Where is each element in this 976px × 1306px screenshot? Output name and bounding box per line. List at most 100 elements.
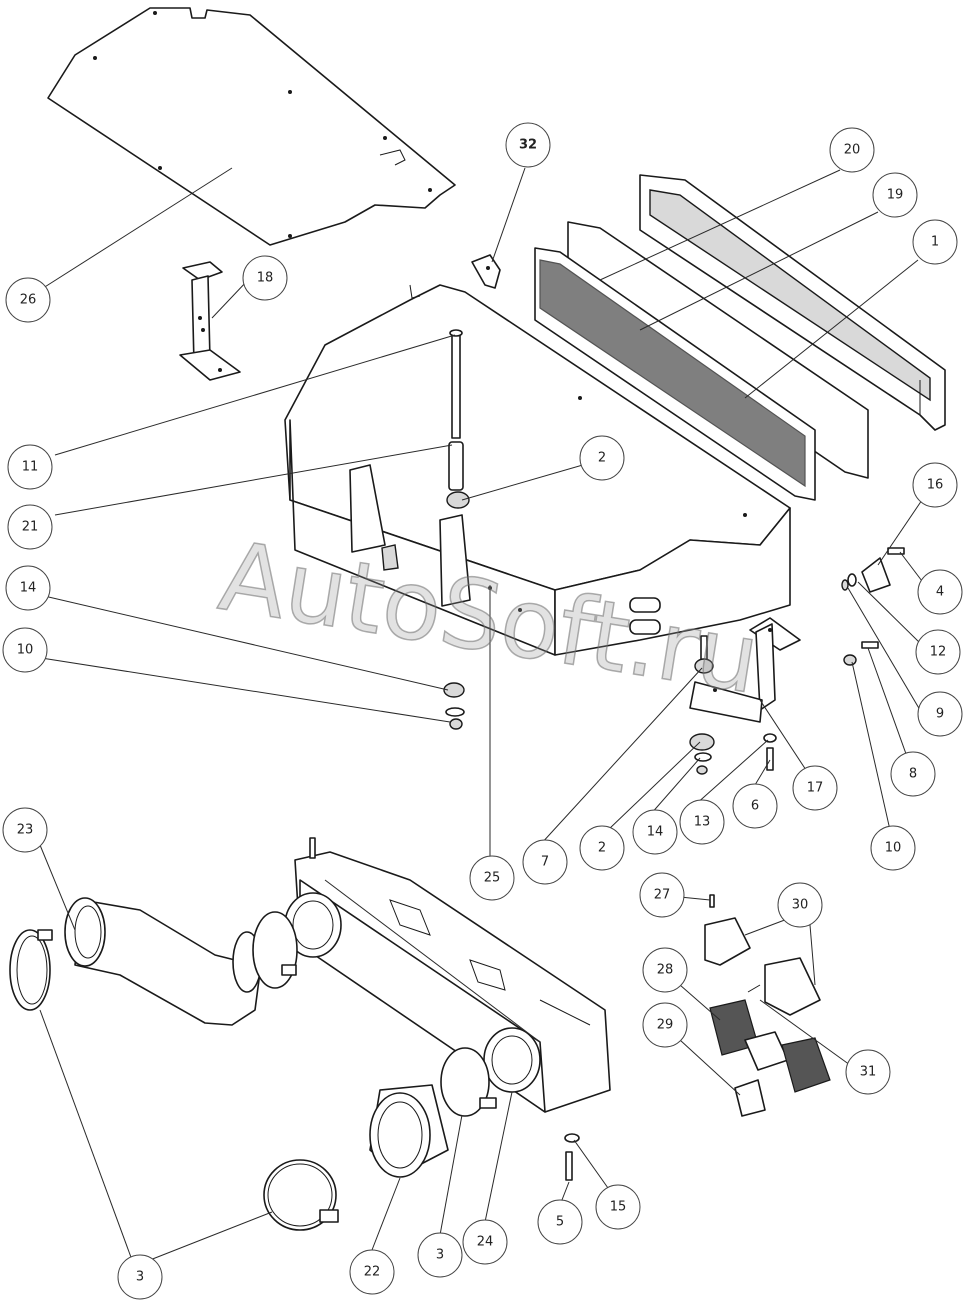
part-2-14-mount-right — [689, 733, 715, 775]
part-blower-motor — [744, 1031, 789, 1071]
part-27-screw — [709, 894, 715, 908]
callout-14: 14 — [632, 809, 678, 855]
callout-25: 25 — [469, 855, 515, 901]
callout-label: 7 — [541, 855, 549, 870]
callout-label: 6 — [751, 799, 759, 814]
part-8-bolt — [861, 641, 879, 649]
callout-label: 1 — [931, 235, 939, 250]
callout-19: 19 — [872, 172, 918, 218]
part-13-6-bolt-washer — [763, 733, 777, 771]
callout-circle — [845, 1049, 891, 1095]
callout-31: 31 — [845, 1049, 891, 1095]
callout-label: 25 — [484, 871, 501, 886]
part-31-blower-wheel-right — [747, 984, 831, 1093]
callout-circle — [732, 783, 778, 829]
part-26-cover-plate — [47, 7, 456, 246]
callout-13: 13 — [679, 799, 725, 845]
callout-circle — [2, 627, 48, 673]
part-2-rubber-mount-upper — [446, 491, 470, 509]
callout-circle — [505, 122, 551, 168]
callout-circle — [632, 809, 678, 855]
part-3-clamp-lower — [440, 1047, 497, 1117]
callout-32: 32 — [505, 122, 551, 168]
callout-28: 28 — [642, 947, 688, 993]
callout-10: 10 — [2, 627, 48, 673]
callout-circle — [912, 219, 958, 265]
callout-circle — [595, 1184, 641, 1230]
callout-3: 3 — [417, 1232, 463, 1278]
callout-label: 29 — [657, 1018, 674, 1033]
callout-label: 14 — [20, 581, 37, 596]
callout-30: 30 — [777, 882, 823, 928]
callout-label: 23 — [17, 823, 34, 838]
callout-label: 17 — [807, 781, 824, 796]
callout-4: 4 — [917, 569, 963, 615]
callout-label: 22 — [364, 1265, 381, 1280]
callout-circle — [7, 504, 53, 550]
callout-1: 1 — [912, 219, 958, 265]
callout-label: 15 — [610, 1200, 627, 1215]
part-25-heater-housing — [284, 284, 791, 656]
part-15-washer — [564, 1133, 580, 1143]
callout-6: 6 — [732, 783, 778, 829]
callout-circle — [242, 255, 288, 301]
callout-circle — [642, 1002, 688, 1048]
callout-label: 3 — [436, 1248, 444, 1263]
callout-circle — [777, 882, 823, 928]
callout-2: 2 — [579, 435, 625, 481]
callout-label: 21 — [22, 520, 39, 535]
callout-14: 14 — [5, 565, 51, 611]
callout-label: 8 — [909, 767, 917, 782]
callout-label: 30 — [792, 898, 809, 913]
callout-circle — [792, 765, 838, 811]
part-21-sleeve — [448, 441, 464, 491]
callout-circle — [870, 825, 916, 871]
part-18-bracket — [179, 261, 241, 381]
callout-circle — [917, 691, 963, 737]
callout-label: 20 — [844, 143, 861, 158]
callout-circle — [417, 1232, 463, 1278]
callout-label: 18 — [257, 271, 274, 286]
callout-label: 4 — [936, 585, 944, 600]
callout-26: 26 — [5, 277, 51, 323]
callout-circle — [829, 127, 875, 173]
callout-label: 31 — [860, 1065, 877, 1080]
leader-lines — [34, 167, 926, 1261]
callout-circle — [7, 444, 53, 490]
part-5-bolt — [565, 1151, 573, 1181]
callout-label: 10 — [17, 643, 34, 658]
part-11-rod — [449, 329, 463, 439]
callout-label: 13 — [694, 815, 711, 830]
callout-label: 11 — [22, 460, 39, 475]
callout-circle — [117, 1254, 163, 1300]
part-7-bolt — [694, 635, 714, 674]
callout-15: 15 — [595, 1184, 641, 1230]
part-3-clamp-mid — [252, 911, 298, 989]
callout-22: 22 — [349, 1249, 395, 1295]
callout-17: 17 — [792, 765, 838, 811]
callout-circle — [872, 172, 918, 218]
part-23-elbow-hose — [64, 897, 262, 1026]
callout-16: 16 — [912, 462, 958, 508]
part-1-radiator-core — [534, 247, 816, 501]
callout-label: 2 — [598, 841, 606, 856]
callout-label: 28 — [657, 963, 674, 978]
callout-11: 11 — [7, 444, 53, 490]
part-30-blower-covers — [704, 917, 821, 1016]
callout-29: 29 — [642, 1002, 688, 1048]
callout-circle — [639, 872, 685, 918]
part-22-duct-connector — [369, 1084, 449, 1178]
callout-20: 20 — [829, 127, 875, 173]
part-12-9-washers — [841, 573, 857, 591]
callout-circle — [912, 462, 958, 508]
callout-label: 26 — [20, 293, 37, 308]
callout-circle — [915, 629, 961, 675]
callout-circle — [469, 855, 515, 901]
callout-circle — [5, 277, 51, 323]
callout-label: 12 — [930, 645, 947, 660]
callout-circle — [679, 799, 725, 845]
callout-label: 14 — [647, 825, 664, 840]
